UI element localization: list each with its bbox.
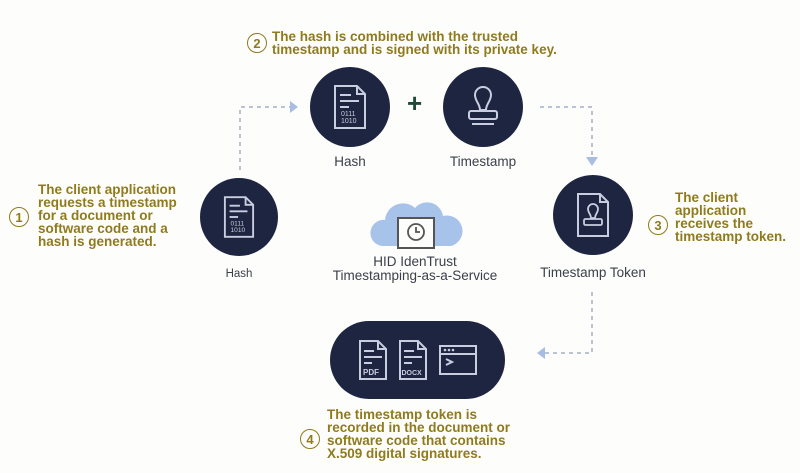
terminal-window-icon bbox=[438, 345, 477, 375]
svg-text:0111: 0111 bbox=[231, 220, 245, 227]
hash-node-left: 0111 1010 bbox=[200, 178, 278, 256]
step-4-number: 4 bbox=[300, 429, 320, 449]
timestamp-token-node bbox=[553, 175, 633, 255]
svg-text:DOCX: DOCX bbox=[401, 370, 422, 377]
svg-text:1010: 1010 bbox=[341, 118, 357, 125]
cloud-service-icon bbox=[370, 202, 463, 249]
docx-file-icon: DOCX bbox=[398, 340, 427, 380]
pdf-file-icon: PDF bbox=[358, 340, 387, 380]
binary-document-icon: 0111 1010 bbox=[223, 196, 255, 238]
stamped-document-icon bbox=[577, 193, 609, 237]
timestamp-node bbox=[443, 67, 523, 147]
svg-text:0111: 0111 bbox=[341, 111, 356, 118]
documents-node: PDF DOCX bbox=[330, 321, 505, 399]
plus-sign: + bbox=[407, 88, 423, 118]
step-1-number: 1 bbox=[9, 207, 29, 227]
binary-document-icon: 0111 1010 bbox=[334, 85, 366, 129]
svg-text:PDF: PDF bbox=[363, 368, 379, 377]
hash-top-label: Hash bbox=[334, 154, 366, 169]
svg-text:1010: 1010 bbox=[231, 227, 246, 234]
hash-node-top: 0111 1010 bbox=[310, 67, 390, 147]
timestamp-label: Timestamp bbox=[449, 154, 517, 169]
timestamp-token-label: Timestamp Token bbox=[540, 265, 646, 280]
stamp-icon bbox=[468, 85, 498, 125]
step-3-number: 3 bbox=[648, 215, 668, 235]
hash-left-label: Hash bbox=[225, 268, 253, 280]
step-2-number: 2 bbox=[247, 33, 267, 53]
